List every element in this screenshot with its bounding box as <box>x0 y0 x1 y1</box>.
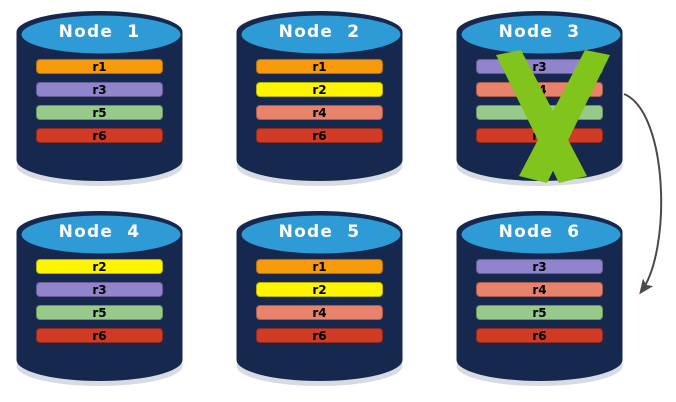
record-bar[interactable]: r6 <box>476 128 603 143</box>
cylinder-top <box>241 15 401 54</box>
record-bar[interactable]: r1 <box>36 59 163 74</box>
record-bar[interactable]: r3 <box>36 282 163 297</box>
record-list: r3 r4 r5 r6 <box>476 59 603 151</box>
record-bar[interactable]: r4 <box>476 82 603 97</box>
record-bar[interactable]: r4 <box>476 282 603 297</box>
record-bar[interactable]: r3 <box>36 82 163 97</box>
record-list: r1 r2 r4 r6 <box>256 259 383 351</box>
record-bar[interactable]: r4 <box>256 105 383 120</box>
cylinder-top <box>461 15 621 54</box>
record-bar[interactable]: r2 <box>256 82 383 97</box>
record-bar[interactable]: r5 <box>476 105 603 120</box>
record-bar[interactable]: r1 <box>256 259 383 274</box>
cylinder-top <box>461 215 621 254</box>
record-list: r1 r3 r5 r6 <box>36 59 163 151</box>
record-bar[interactable]: r1 <box>256 59 383 74</box>
record-list: r3 r4 r5 r6 <box>476 259 603 351</box>
record-bar[interactable]: r2 <box>256 282 383 297</box>
cylinder-top <box>241 215 401 254</box>
record-bar[interactable]: r6 <box>256 328 383 343</box>
record-bar[interactable]: r3 <box>476 59 603 74</box>
record-bar[interactable]: r5 <box>476 305 603 320</box>
record-bar[interactable]: r2 <box>36 259 163 274</box>
record-bar[interactable]: r6 <box>256 128 383 143</box>
cylinder-top <box>21 15 181 54</box>
record-bar[interactable]: r5 <box>36 105 163 120</box>
cylinder-top <box>21 215 181 254</box>
record-bar[interactable]: r3 <box>476 259 603 274</box>
record-bar[interactable]: r6 <box>36 128 163 143</box>
record-list: r2 r3 r5 r6 <box>36 259 163 351</box>
record-bar[interactable]: r6 <box>36 328 163 343</box>
record-bar[interactable]: r4 <box>256 305 383 320</box>
record-bar[interactable]: r5 <box>36 305 163 320</box>
record-list: r1 r2 r4 r6 <box>256 59 383 151</box>
record-bar[interactable]: r6 <box>476 328 603 343</box>
